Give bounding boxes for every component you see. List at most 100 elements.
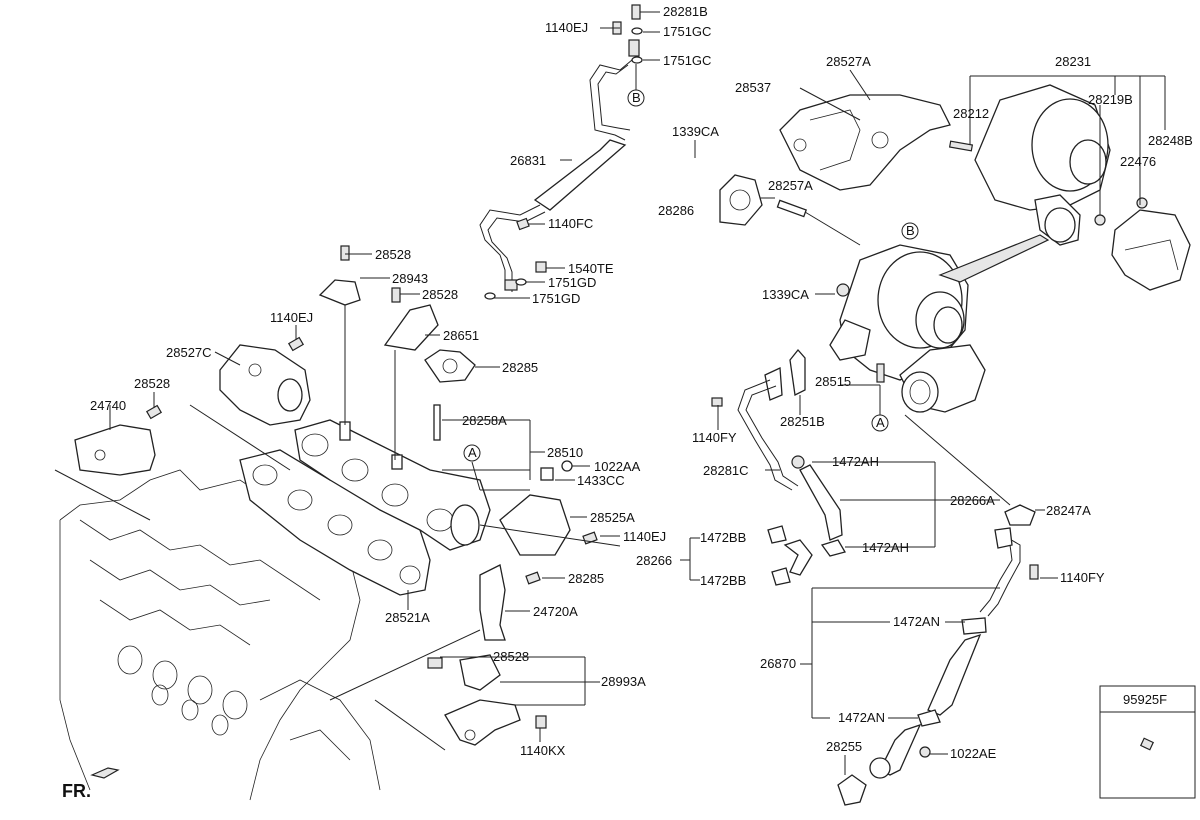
pipe-26870 xyxy=(837,527,1039,806)
label-24740: 24740 xyxy=(90,398,126,413)
label-28993A: 28993A xyxy=(601,674,646,689)
label-28528-a: 28528 xyxy=(375,247,411,262)
label-28285-a: 28285 xyxy=(502,360,538,375)
label-28251B: 28251B xyxy=(780,414,825,429)
label-28528-c: 28528 xyxy=(134,376,170,391)
label-28528-d: 28528 xyxy=(493,649,529,664)
label-28257A: 28257A xyxy=(768,178,813,193)
label-28258A: 28258A xyxy=(462,413,507,428)
bracket-28993A xyxy=(444,654,521,746)
label-1140FC: 1140FC xyxy=(548,216,593,231)
turbo-detail-28231 xyxy=(938,84,1111,283)
washer-1022AA xyxy=(561,460,573,472)
label-28266A: 28266A xyxy=(950,493,995,508)
oil-feed-pipe-26831 xyxy=(479,4,643,300)
actuator-28248B xyxy=(1111,197,1191,291)
label-1472AH-a: 1472AH xyxy=(832,454,879,469)
label-1751GC-a: 1751GC xyxy=(663,24,711,39)
bracket-28943 xyxy=(318,279,361,425)
marker-a-manifold-letter: A xyxy=(468,445,477,460)
leader-lines xyxy=(54,11,1166,775)
label-28527C: 28527C xyxy=(166,345,212,360)
label-1472BB-a: 1472BB xyxy=(700,530,746,545)
label-28943: 28943 xyxy=(392,271,428,286)
bolt-icons-left xyxy=(145,245,598,729)
label-1140EJ-mid: 1140EJ xyxy=(623,529,666,544)
label-1140EJ-left: 1140EJ xyxy=(270,310,313,325)
label-28266: 28266 xyxy=(636,553,672,568)
label-95925F: 95925F xyxy=(1123,692,1167,707)
marker-a-turbo xyxy=(871,414,889,432)
marker-b-turbo-letter: B xyxy=(906,223,915,238)
marker-b-top xyxy=(627,89,645,107)
turbocharger-assembly xyxy=(829,244,986,413)
label-1472AN-b: 1472AN xyxy=(838,710,885,725)
label-26870: 26870 xyxy=(760,656,796,671)
nut-1433CC xyxy=(540,467,554,481)
front-direction-label: FR. xyxy=(62,781,91,801)
stud-28257A xyxy=(776,199,808,218)
label-1751GD-a: 1751GD xyxy=(548,275,596,290)
front-direction-arrow xyxy=(90,767,120,779)
marker-a-turbo-letter: A xyxy=(876,415,885,430)
inset-box-95925F xyxy=(1099,685,1196,799)
bracket-24720A xyxy=(479,564,506,641)
hose-28266A xyxy=(791,455,846,557)
hose-28266 xyxy=(767,525,813,586)
gasket-28286 xyxy=(719,174,763,226)
heat-shield-24740 xyxy=(74,424,156,476)
label-28528-b: 28528 xyxy=(422,287,458,302)
label-1472BB-b: 1472BB xyxy=(700,573,746,588)
label-1751GD-b: 1751GD xyxy=(532,291,580,306)
label-28651: 28651 xyxy=(443,328,479,343)
engine-block xyxy=(59,469,381,801)
label-1339CA-b: 1339CA xyxy=(762,287,809,302)
label-22476: 22476 xyxy=(1120,154,1156,169)
bracket-28651 xyxy=(383,304,439,460)
label-28537: 28537 xyxy=(735,80,771,95)
label-1433CC: 1433CC xyxy=(577,473,625,488)
label-1339CA-a: 1339CA xyxy=(672,124,719,139)
gasket-28247A xyxy=(1004,504,1036,526)
label-28231: 28231 xyxy=(1055,54,1091,69)
label-28510: 28510 xyxy=(547,445,583,460)
label-28285-b: 28285 xyxy=(568,571,604,586)
label-28219B: 28219B xyxy=(1088,92,1133,107)
label-1540TE: 1540TE xyxy=(568,261,614,276)
heat-shield-28527A xyxy=(779,94,951,191)
oil-return-pipe-28281C xyxy=(711,367,799,491)
label-28248B: 28248B xyxy=(1148,133,1193,148)
label-28255: 28255 xyxy=(826,739,862,754)
label-1472AN-a: 1472AN xyxy=(893,614,940,629)
marker-a-manifold xyxy=(463,444,481,462)
label-28286: 28286 xyxy=(658,203,694,218)
label-28281C: 28281C xyxy=(703,463,749,478)
label-1140FY-b: 1140FY xyxy=(1060,570,1105,585)
stud-bolt-28258A xyxy=(433,404,441,441)
label-1022AA: 1022AA xyxy=(594,459,641,474)
label-28247A: 28247A xyxy=(1046,503,1091,518)
heat-protector-28525A xyxy=(499,494,571,556)
gasket-28251B xyxy=(789,348,806,396)
label-1022AE: 1022AE xyxy=(950,746,997,761)
marker-b-top-letter: B xyxy=(632,90,641,105)
exhaust-manifold-upper xyxy=(294,419,491,551)
reference-markers xyxy=(463,89,919,462)
label-24720A: 24720A xyxy=(533,604,578,619)
label-1140KX: 1140KX xyxy=(520,743,566,758)
label-1140FY-a: 1140FY xyxy=(692,430,737,445)
label-28525A: 28525A xyxy=(590,510,635,525)
label-28281B: 28281B xyxy=(663,4,708,19)
label-1472AH-b: 1472AH xyxy=(862,540,909,555)
label-28515: 28515 xyxy=(815,374,851,389)
heat-protector-28527C xyxy=(219,344,311,426)
label-1140EJ-top: 1140EJ xyxy=(545,20,588,35)
label-26831: 26831 xyxy=(510,153,546,168)
part-labels: 28281B 1140EJ 1751GC 1751GC B 26831 1140… xyxy=(62,4,1193,801)
label-28212: 28212 xyxy=(953,106,989,121)
label-1751GC-b: 1751GC xyxy=(663,53,711,68)
label-28527A: 28527A xyxy=(826,54,871,69)
label-28521A: 28521A xyxy=(385,610,430,625)
